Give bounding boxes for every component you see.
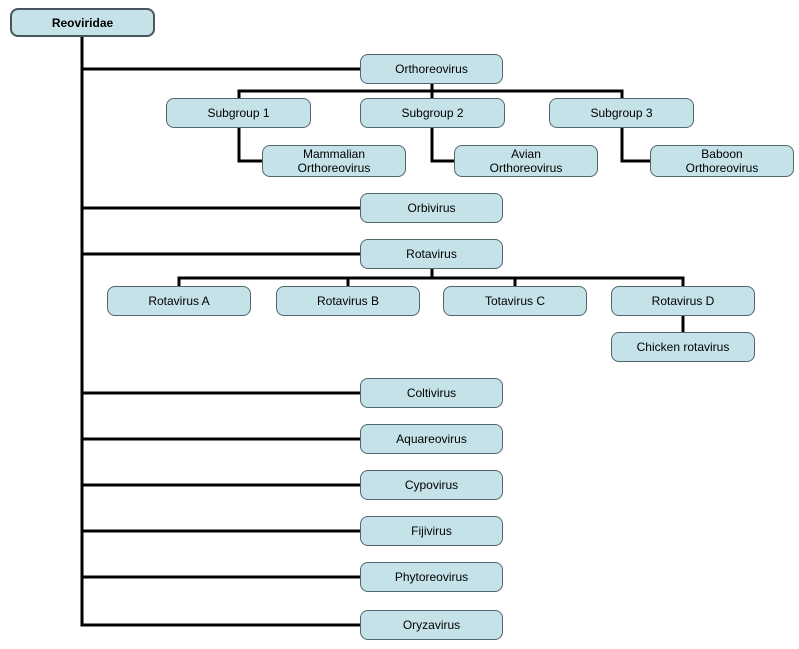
node-totavirus-c: Totavirus C (443, 286, 587, 316)
node-fijivirus: Fijivirus (360, 516, 503, 546)
node-subgroup-2: Subgroup 2 (360, 98, 505, 128)
node-cypovirus: Cypovirus (360, 470, 503, 500)
node-coltivirus: Coltivirus (360, 378, 503, 408)
connector-subgroup3-elbow (620, 128, 650, 163)
connector-subgroup1-elbow (237, 128, 262, 163)
node-rotavirus-b: Rotavirus B (276, 286, 420, 316)
node-orthoreovirus: Orthoreovirus (360, 54, 503, 84)
node-phytoreovirus: Phytoreovirus (360, 562, 503, 592)
node-subgroup-1: Subgroup 1 (166, 98, 311, 128)
connector-subgroup2-elbow (430, 128, 454, 163)
node-aquareovirus: Aquareovirus (360, 424, 503, 454)
node-orbivirus: Orbivirus (360, 193, 503, 223)
node-chicken-rotavirus: Chicken rotavirus (611, 332, 755, 362)
node-oryzavirus: Oryzavirus (360, 610, 503, 640)
node-rotavirus-a: Rotavirus A (107, 286, 251, 316)
node-mammalian-orthoreovirus: Mammalian Orthoreovirus (262, 145, 406, 177)
node-rotavirus: Rotavirus (360, 239, 503, 269)
connector-rotavirus-bus (177, 276, 685, 286)
connector-subgroup-bus (237, 89, 624, 99)
node-reoviridae: Reoviridae (10, 8, 155, 37)
node-baboon-orthoreovirus: Baboon Orthoreovirus (650, 145, 794, 177)
node-subgroup-3: Subgroup 3 (549, 98, 694, 128)
node-avian-orthoreovirus: Avian Orthoreovirus (454, 145, 598, 177)
node-rotavirus-d: Rotavirus D (611, 286, 755, 316)
connector-trunk-and-oryzavirus-branch (80, 37, 360, 627)
